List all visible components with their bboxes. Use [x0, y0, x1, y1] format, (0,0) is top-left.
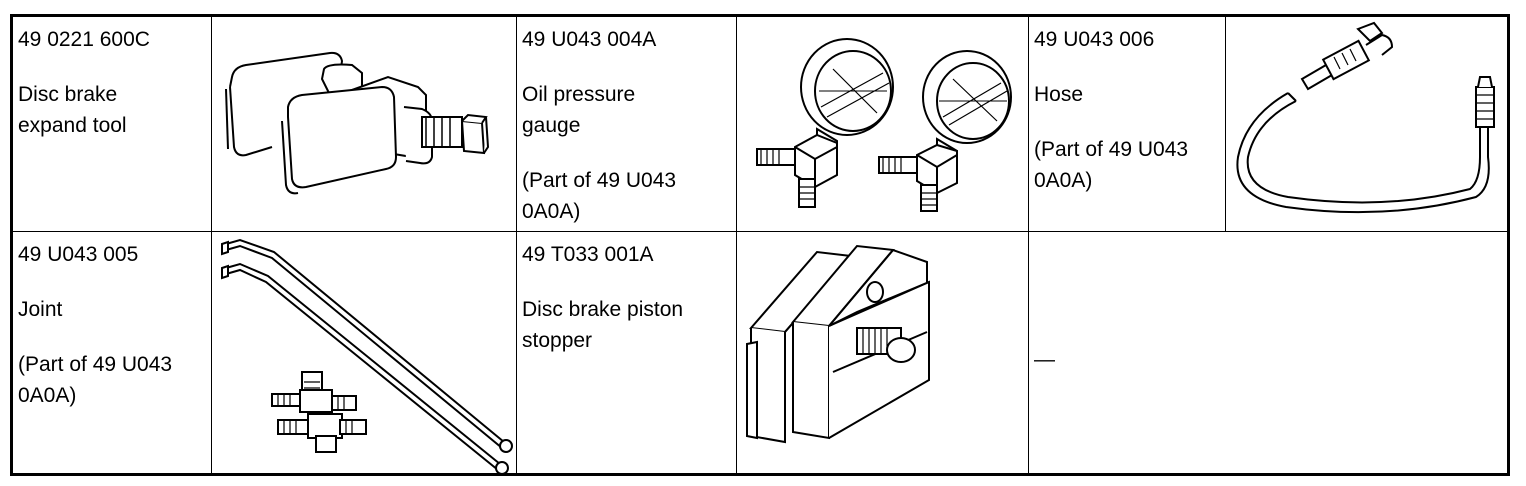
- tool-name-line: Disc brake piston: [522, 298, 684, 321]
- tool-cell-hose: 49 U043 006 Hose (Part of 49 U043 0A0A): [1029, 17, 1225, 231]
- joint-icon: [212, 232, 516, 479]
- empty-tool-cell: —: [1029, 232, 1507, 479]
- special-tools-table: 49 0221 600C Disc brake expand tool 49 U…: [10, 14, 1510, 476]
- hose-image: [1226, 17, 1507, 231]
- joint-image: [212, 232, 516, 479]
- disc-brake-expand-tool-icon: [212, 17, 516, 231]
- tool-code: 49 U043 004A: [522, 28, 657, 51]
- disc-brake-expand-tool-image: [212, 17, 516, 231]
- tool-name-line: gauge: [522, 114, 581, 137]
- tool-cell-joint: 49 U043 005 Joint (Part of 49 U043 0A0A): [13, 232, 211, 479]
- empty-cell-dash: —: [1034, 348, 1055, 371]
- tool-code: 49 U043 006: [1034, 28, 1155, 51]
- tool-code: 49 U043 005: [18, 243, 139, 266]
- tool-cell-oil-pressure-gauge: 49 U043 004A Oil pressure gauge (Part of…: [517, 17, 736, 231]
- disc-brake-piston-stopper-icon: [737, 232, 1028, 479]
- tool-note-line: 0A0A): [18, 384, 77, 407]
- tool-cell-disc-brake-piston-stopper: 49 T033 001A Disc brake piston stopper: [517, 232, 736, 479]
- tool-name-line: stopper: [522, 329, 593, 352]
- tool-name-line: Disc brake: [18, 83, 118, 106]
- tool-cell-disc-brake-expand-tool: 49 0221 600C Disc brake expand tool: [13, 17, 211, 231]
- hose-icon: [1226, 17, 1507, 231]
- oil-pressure-gauge-image: [737, 17, 1028, 231]
- tool-code: 49 T033 001A: [522, 243, 654, 266]
- tool-note-line: (Part of 49 U043: [18, 353, 173, 376]
- tool-note-line: (Part of 49 U043: [1034, 138, 1189, 161]
- tool-name-line: Joint: [18, 298, 63, 321]
- tool-name-line: expand tool: [18, 114, 127, 137]
- tool-name-line: Hose: [1034, 83, 1084, 106]
- tool-note-line: 0A0A): [522, 200, 581, 223]
- tool-note-line: (Part of 49 U043: [522, 169, 677, 192]
- disc-brake-piston-stopper-image: [737, 232, 1028, 479]
- tool-name-line: Oil pressure: [522, 83, 636, 106]
- tool-code: 49 0221 600C: [18, 28, 150, 51]
- tool-note-line: 0A0A): [1034, 169, 1093, 192]
- oil-pressure-gauge-icon: [737, 17, 1028, 231]
